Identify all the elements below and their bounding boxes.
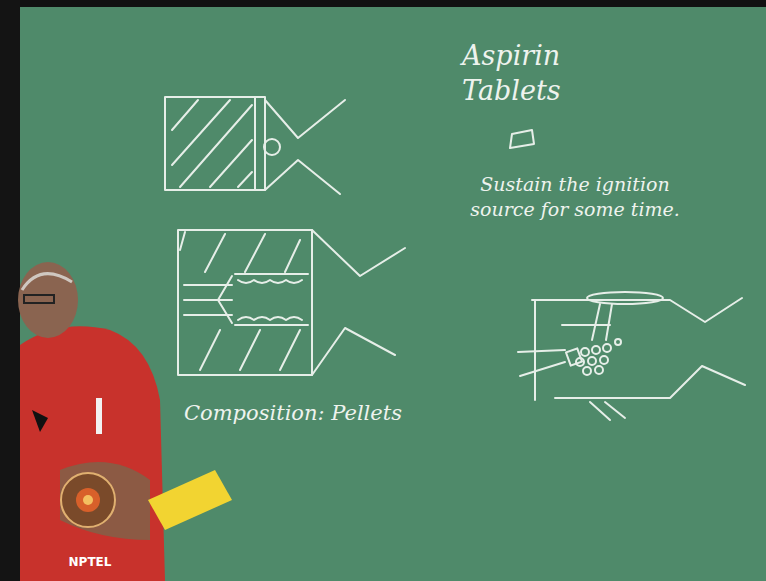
end-burning-motor-sketch bbox=[165, 97, 345, 194]
chalk-drawings bbox=[165, 97, 745, 420]
board-left-edge bbox=[0, 0, 20, 581]
pellet-igniter-sketch bbox=[518, 292, 745, 420]
tablet-sketch bbox=[510, 130, 534, 148]
note-text: Composition: Pellets bbox=[184, 400, 414, 427]
nptel-logo bbox=[61, 473, 115, 527]
tubular-grain-motor-sketch bbox=[178, 230, 405, 375]
board-top-edge bbox=[0, 0, 766, 7]
watermark: NPTEL bbox=[60, 555, 120, 571]
note-text: Sustain the ignition source for some tim… bbox=[470, 172, 680, 221]
heading-note: Aspirin Tablets bbox=[462, 38, 662, 108]
